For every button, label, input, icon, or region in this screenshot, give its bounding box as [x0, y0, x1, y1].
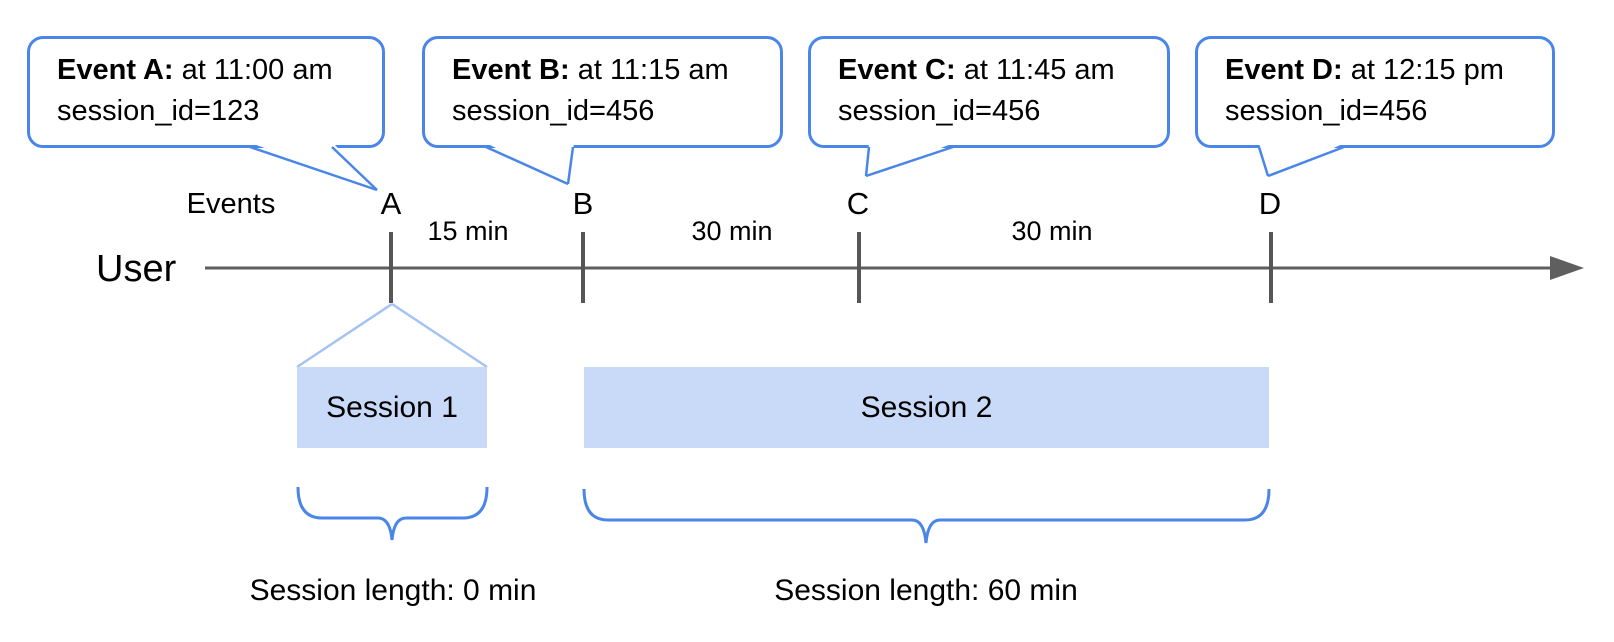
events-axis-label: Events	[186, 188, 276, 220]
event-b-line1: Event B: at 11:15 am	[452, 50, 780, 91]
interval-label-a-b: 15 min	[427, 216, 509, 246]
brace-session-2	[582, 488, 1271, 544]
event-b-session-id: session_id=456	[452, 95, 655, 127]
session-1-label: Session 1	[326, 390, 458, 424]
session-1-length-label: Session length: 0 min	[249, 574, 537, 607]
event-c-name: Event C:	[838, 54, 956, 86]
event-b-callout: Event B: at 11:15 am session_id=456	[422, 36, 783, 148]
event-d-line1: Event D: at 12:15 pm	[1225, 50, 1552, 91]
event-c-time: at 11:45 am	[955, 54, 1115, 86]
user-axis-label: User	[96, 248, 177, 290]
event-d-name: Event D:	[1225, 54, 1343, 86]
event-b-time: at 11:15 am	[569, 54, 729, 86]
event-a-callout: Event A: at 11:00 am session_id=123	[27, 36, 385, 148]
event-a-tail-icon	[249, 143, 378, 192]
event-d-session-id: session_id=456	[1225, 95, 1428, 127]
event-d-time: at 12:15 pm	[1342, 54, 1504, 86]
event-a-session-id: session_id=123	[57, 95, 260, 127]
event-c-session-id: session_id=456	[838, 95, 1041, 127]
brace-session-1	[296, 486, 489, 541]
event-d-callout: Event D: at 12:15 pm session_id=456	[1195, 36, 1555, 148]
funnel-line-left	[296, 302, 393, 369]
event-marker-c: C	[846, 186, 870, 221]
session-1-box: Session 1	[297, 367, 487, 448]
event-marker-b: B	[572, 186, 594, 221]
event-a-name: Event A:	[57, 54, 174, 86]
session-2-label: Session 2	[860, 390, 993, 424]
event-marker-d: D	[1258, 186, 1282, 221]
session-2-box: Session 2	[584, 367, 1269, 448]
event-b-name: Event B:	[452, 54, 570, 86]
timeline-arrowhead-icon	[1550, 256, 1584, 280]
funnel-line-right	[391, 302, 488, 369]
event-a-line1: Event A: at 11:00 am	[57, 50, 382, 91]
event-a-time: at 11:00 am	[173, 54, 333, 86]
interval-label-b-c: 30 min	[691, 216, 773, 246]
interval-label-c-d: 30 min	[1011, 216, 1093, 246]
session-2-length-label: Session length: 60 min	[774, 574, 1078, 607]
event-b-tail-icon	[485, 143, 575, 186]
event-marker-a: A	[380, 186, 402, 221]
event-c-line1: Event C: at 11:45 am	[838, 50, 1167, 91]
event-c-callout: Event C: at 11:45 am session_id=456	[808, 36, 1170, 148]
